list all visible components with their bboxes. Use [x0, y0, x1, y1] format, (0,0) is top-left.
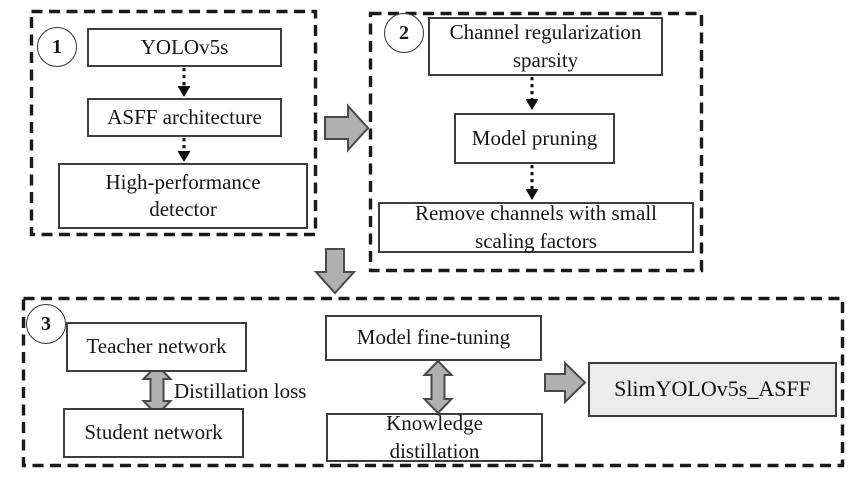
arrowhead-down-icon — [525, 99, 539, 110]
stage1-dashed-frame — [29, 9, 318, 237]
node-model-fine-tuning: Model fine-tuning — [325, 315, 542, 361]
stage2-dashed-frame — [368, 11, 704, 273]
node-slimyolov5s-asff-result: SlimYOLOv5s_ASFF — [588, 362, 837, 417]
flow-arrow-down-icon — [313, 248, 357, 295]
stage2-number-badge: 2 — [384, 13, 424, 53]
node-teacher-network: Teacher network — [66, 322, 247, 372]
flow-arrow-right-icon — [324, 103, 370, 153]
flow-arrow-right-icon — [544, 360, 587, 405]
distillation-loss-label: Distillation loss — [174, 379, 307, 403]
arrowhead-down-icon — [177, 86, 191, 97]
stage3-number-badge: 3 — [26, 304, 66, 344]
arrowhead-down-icon — [525, 189, 539, 200]
node-remove-channels: Remove channels with small scaling facto… — [378, 201, 694, 253]
arrowhead-down-icon — [177, 151, 191, 162]
node-student-network: Student network — [63, 408, 244, 458]
stage1-number-badge: 1 — [37, 27, 77, 67]
node-knowledge-distillation: Knowledge distillation — [326, 411, 543, 463]
double-arrow-icon — [422, 359, 454, 415]
node-asff-architecture: ASFF architecture — [87, 98, 282, 137]
node-yolov5s: YOLOv5s — [87, 28, 282, 67]
node-high-performance-detector: High-performance detector — [58, 163, 308, 229]
node-model-pruning: Model pruning — [454, 113, 615, 164]
node-channel-regularization-sparsity: Channel regularization sparsity — [428, 17, 663, 76]
stage3-dashed-frame — [21, 296, 845, 468]
